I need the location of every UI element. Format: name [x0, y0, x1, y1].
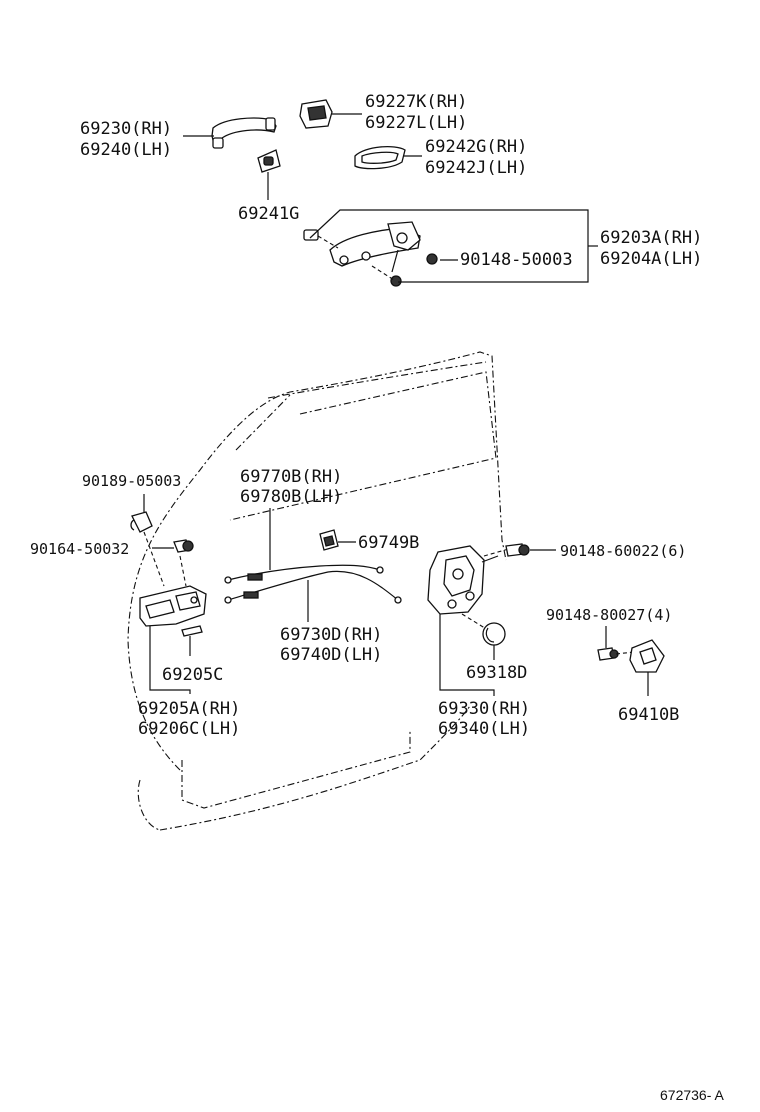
- leader-69330: [439, 614, 495, 696]
- label-90148-50003: 90148-50003: [460, 250, 573, 270]
- label-90189-05003: 90189-05003: [82, 472, 181, 490]
- label-69206C: 69206C(LH): [138, 719, 240, 739]
- door-outline: [127, 351, 507, 831]
- label-90148-80027: 90148-80027(4): [546, 606, 672, 624]
- label-69230: 69230(RH): [80, 119, 172, 139]
- inside-handle-part: [139, 585, 207, 627]
- frame-screw-lower-part: [390, 275, 402, 287]
- label-69205C: 69205C: [162, 665, 223, 685]
- inner-screw-part: [173, 539, 194, 553]
- label-69242G: 69242G(RH): [425, 137, 527, 157]
- label-69730D: 69730D(RH): [280, 625, 382, 645]
- screw-dash-down: [179, 555, 187, 587]
- handle-cap-part: [299, 99, 333, 129]
- label-69204A: 69204A(LH): [600, 249, 702, 269]
- label-69227L: 69227L(LH): [365, 113, 467, 133]
- handle-frame-part: [329, 221, 421, 273]
- label-69242J: 69242J(LH): [425, 158, 527, 178]
- clip-dash: [317, 235, 339, 249]
- cable-clamp-part: [319, 529, 339, 551]
- label-69330: 69330(RH): [438, 699, 530, 719]
- door-lock-part: [427, 545, 499, 615]
- label-69203A: 69203A(RH): [600, 228, 702, 248]
- outside-handle-part: [211, 117, 277, 149]
- striker-screw-part: [597, 647, 619, 661]
- label-69410B: 69410B: [618, 705, 679, 725]
- label-69318D: 69318D: [466, 663, 527, 683]
- retainer-clip-part: [130, 511, 153, 533]
- label-69770B: 69770B(RH): [240, 467, 342, 487]
- handle-pad-part: [354, 145, 406, 170]
- lock-cable-part: [224, 564, 402, 604]
- label-69340: 69340(LH): [438, 719, 530, 739]
- label-90148-60022: 90148-60022(6): [560, 542, 686, 560]
- label-69740D: 69740D(LH): [280, 645, 382, 665]
- label-69240: 69240(LH): [80, 140, 172, 160]
- label-69205A: 69205A(RH): [138, 699, 240, 719]
- label-69227K: 69227K(RH): [365, 92, 467, 112]
- label-69241G: 69241G: [238, 204, 299, 224]
- frame-screw-part: [426, 253, 438, 265]
- cover-dash: [461, 613, 489, 631]
- reference-code: 672736- A: [660, 1087, 724, 1103]
- bracket-69203: [309, 209, 589, 283]
- handle-pin-part: [181, 625, 203, 637]
- lock-screw-part: [505, 543, 530, 557]
- door-striker-part: [629, 639, 665, 673]
- frame-clip-part: [303, 229, 319, 241]
- leader-69205A: [149, 626, 191, 694]
- label-90164-50032: 90164-50032: [30, 540, 129, 558]
- label-69749B: 69749B: [358, 533, 419, 553]
- lock-cover-part: [482, 622, 506, 646]
- label-69780B: 69780B(LH): [240, 487, 342, 507]
- clip-dash-down: [143, 531, 165, 587]
- screw-dash: [371, 265, 395, 281]
- handle-gasket-part: [257, 149, 281, 173]
